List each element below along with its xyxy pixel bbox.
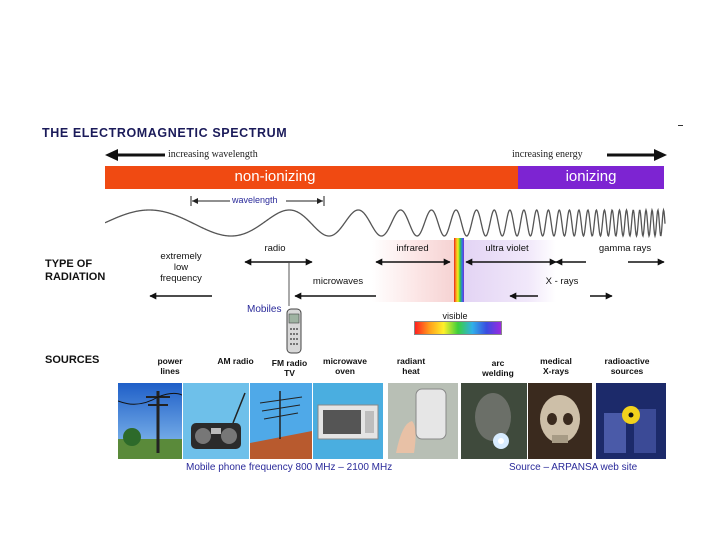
source-label-radioactive: radioactive sources bbox=[604, 356, 650, 376]
fm-radio-tv-image bbox=[250, 383, 312, 459]
ionizing-label: ionizing bbox=[565, 168, 617, 185]
source-label-power-lines: power lines bbox=[157, 356, 183, 376]
ultraviolet-region bbox=[464, 240, 556, 302]
wavelength-label: wavelength bbox=[232, 195, 278, 205]
infrared-label: infrared bbox=[396, 243, 429, 254]
ionizing-band: ionizing bbox=[518, 166, 664, 189]
wavelength-arrow-icon bbox=[105, 149, 165, 161]
source-label-medical-xrays: medical X-rays bbox=[540, 356, 572, 376]
footer-source-note: Source – ARPANSA web site bbox=[509, 462, 638, 473]
visible-region bbox=[454, 238, 464, 302]
mobile-phone-icon bbox=[286, 308, 302, 354]
arc-welding-image bbox=[461, 383, 527, 459]
microwave-oven-image bbox=[313, 383, 383, 459]
energy-arrow-icon bbox=[607, 149, 667, 161]
am-radio-image bbox=[183, 383, 249, 459]
type-of-radiation-label: TYPE OF RADIATION bbox=[45, 258, 106, 283]
mobiles-label: Mobiles bbox=[247, 304, 282, 315]
radio-label: radio bbox=[264, 243, 286, 254]
page-title: THE ELECTROMAGNETIC SPECTRUM bbox=[42, 126, 288, 140]
source-label-am-radio: AM radio bbox=[217, 356, 254, 366]
corner-mark bbox=[678, 125, 683, 126]
wavelength-measure-icon bbox=[190, 196, 325, 206]
medical-xrays-image bbox=[528, 383, 592, 459]
source-label-radiant-heat: radiant heat bbox=[396, 356, 426, 376]
source-label-arc-welding: arc welding bbox=[482, 358, 514, 378]
infrared-region bbox=[372, 240, 454, 302]
xrays-label: X - rays bbox=[545, 276, 579, 287]
non-ionizing-label: non-ionizing bbox=[234, 168, 316, 185]
wavelength-arrow-label: increasing wavelength bbox=[168, 149, 258, 160]
energy-arrow-label: increasing energy bbox=[512, 149, 583, 160]
visible-label: visible bbox=[442, 311, 468, 321]
radiant-heat-image bbox=[388, 383, 458, 459]
sources-label: SOURCES bbox=[45, 354, 100, 366]
radioactive-sources-image bbox=[596, 383, 666, 459]
microwaves-label: microwaves bbox=[312, 276, 364, 287]
visible-rainbow-bar bbox=[414, 321, 502, 335]
elf-label: extremely low frequency bbox=[160, 251, 202, 284]
ultraviolet-label: ultra violet bbox=[485, 243, 529, 254]
source-label-microwave-oven: microwave oven bbox=[323, 356, 367, 376]
non-ionizing-band: non-ionizing bbox=[105, 166, 518, 189]
wave-icon bbox=[105, 207, 666, 239]
source-label-fm-radio: FM radio TV bbox=[271, 358, 308, 378]
gamma-label: gamma rays bbox=[598, 243, 652, 254]
power-lines-image bbox=[118, 383, 182, 459]
footer-frequency-note: Mobile phone frequency 800 MHz – 2100 MH… bbox=[186, 462, 393, 473]
